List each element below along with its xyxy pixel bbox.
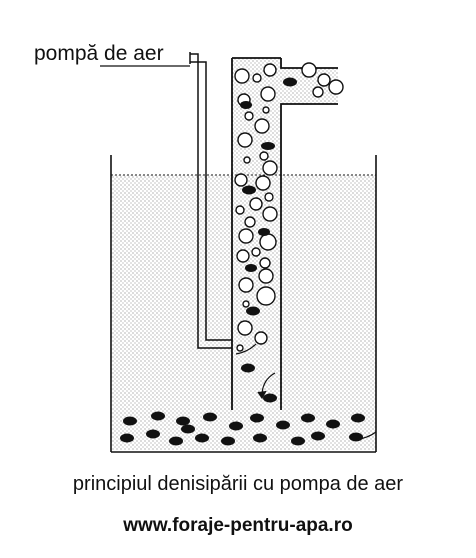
sand-grains-riser [240,77,297,403]
website-link[interactable]: www.foraje-pentru-apa.ro [123,515,353,536]
riser-water [232,58,338,410]
air-lift-desanding-diagram [100,52,377,453]
air-pump-label: pompă de aer [34,42,164,65]
air-tube [189,52,232,349]
riser-pipe [231,57,338,410]
air-bubbles [234,62,344,352]
flow-arrows [235,343,377,441]
diagram-caption: principiul denisipării cu pompa de aer [72,473,404,495]
sand-grains-bottom [120,411,365,446]
tank [110,155,377,453]
